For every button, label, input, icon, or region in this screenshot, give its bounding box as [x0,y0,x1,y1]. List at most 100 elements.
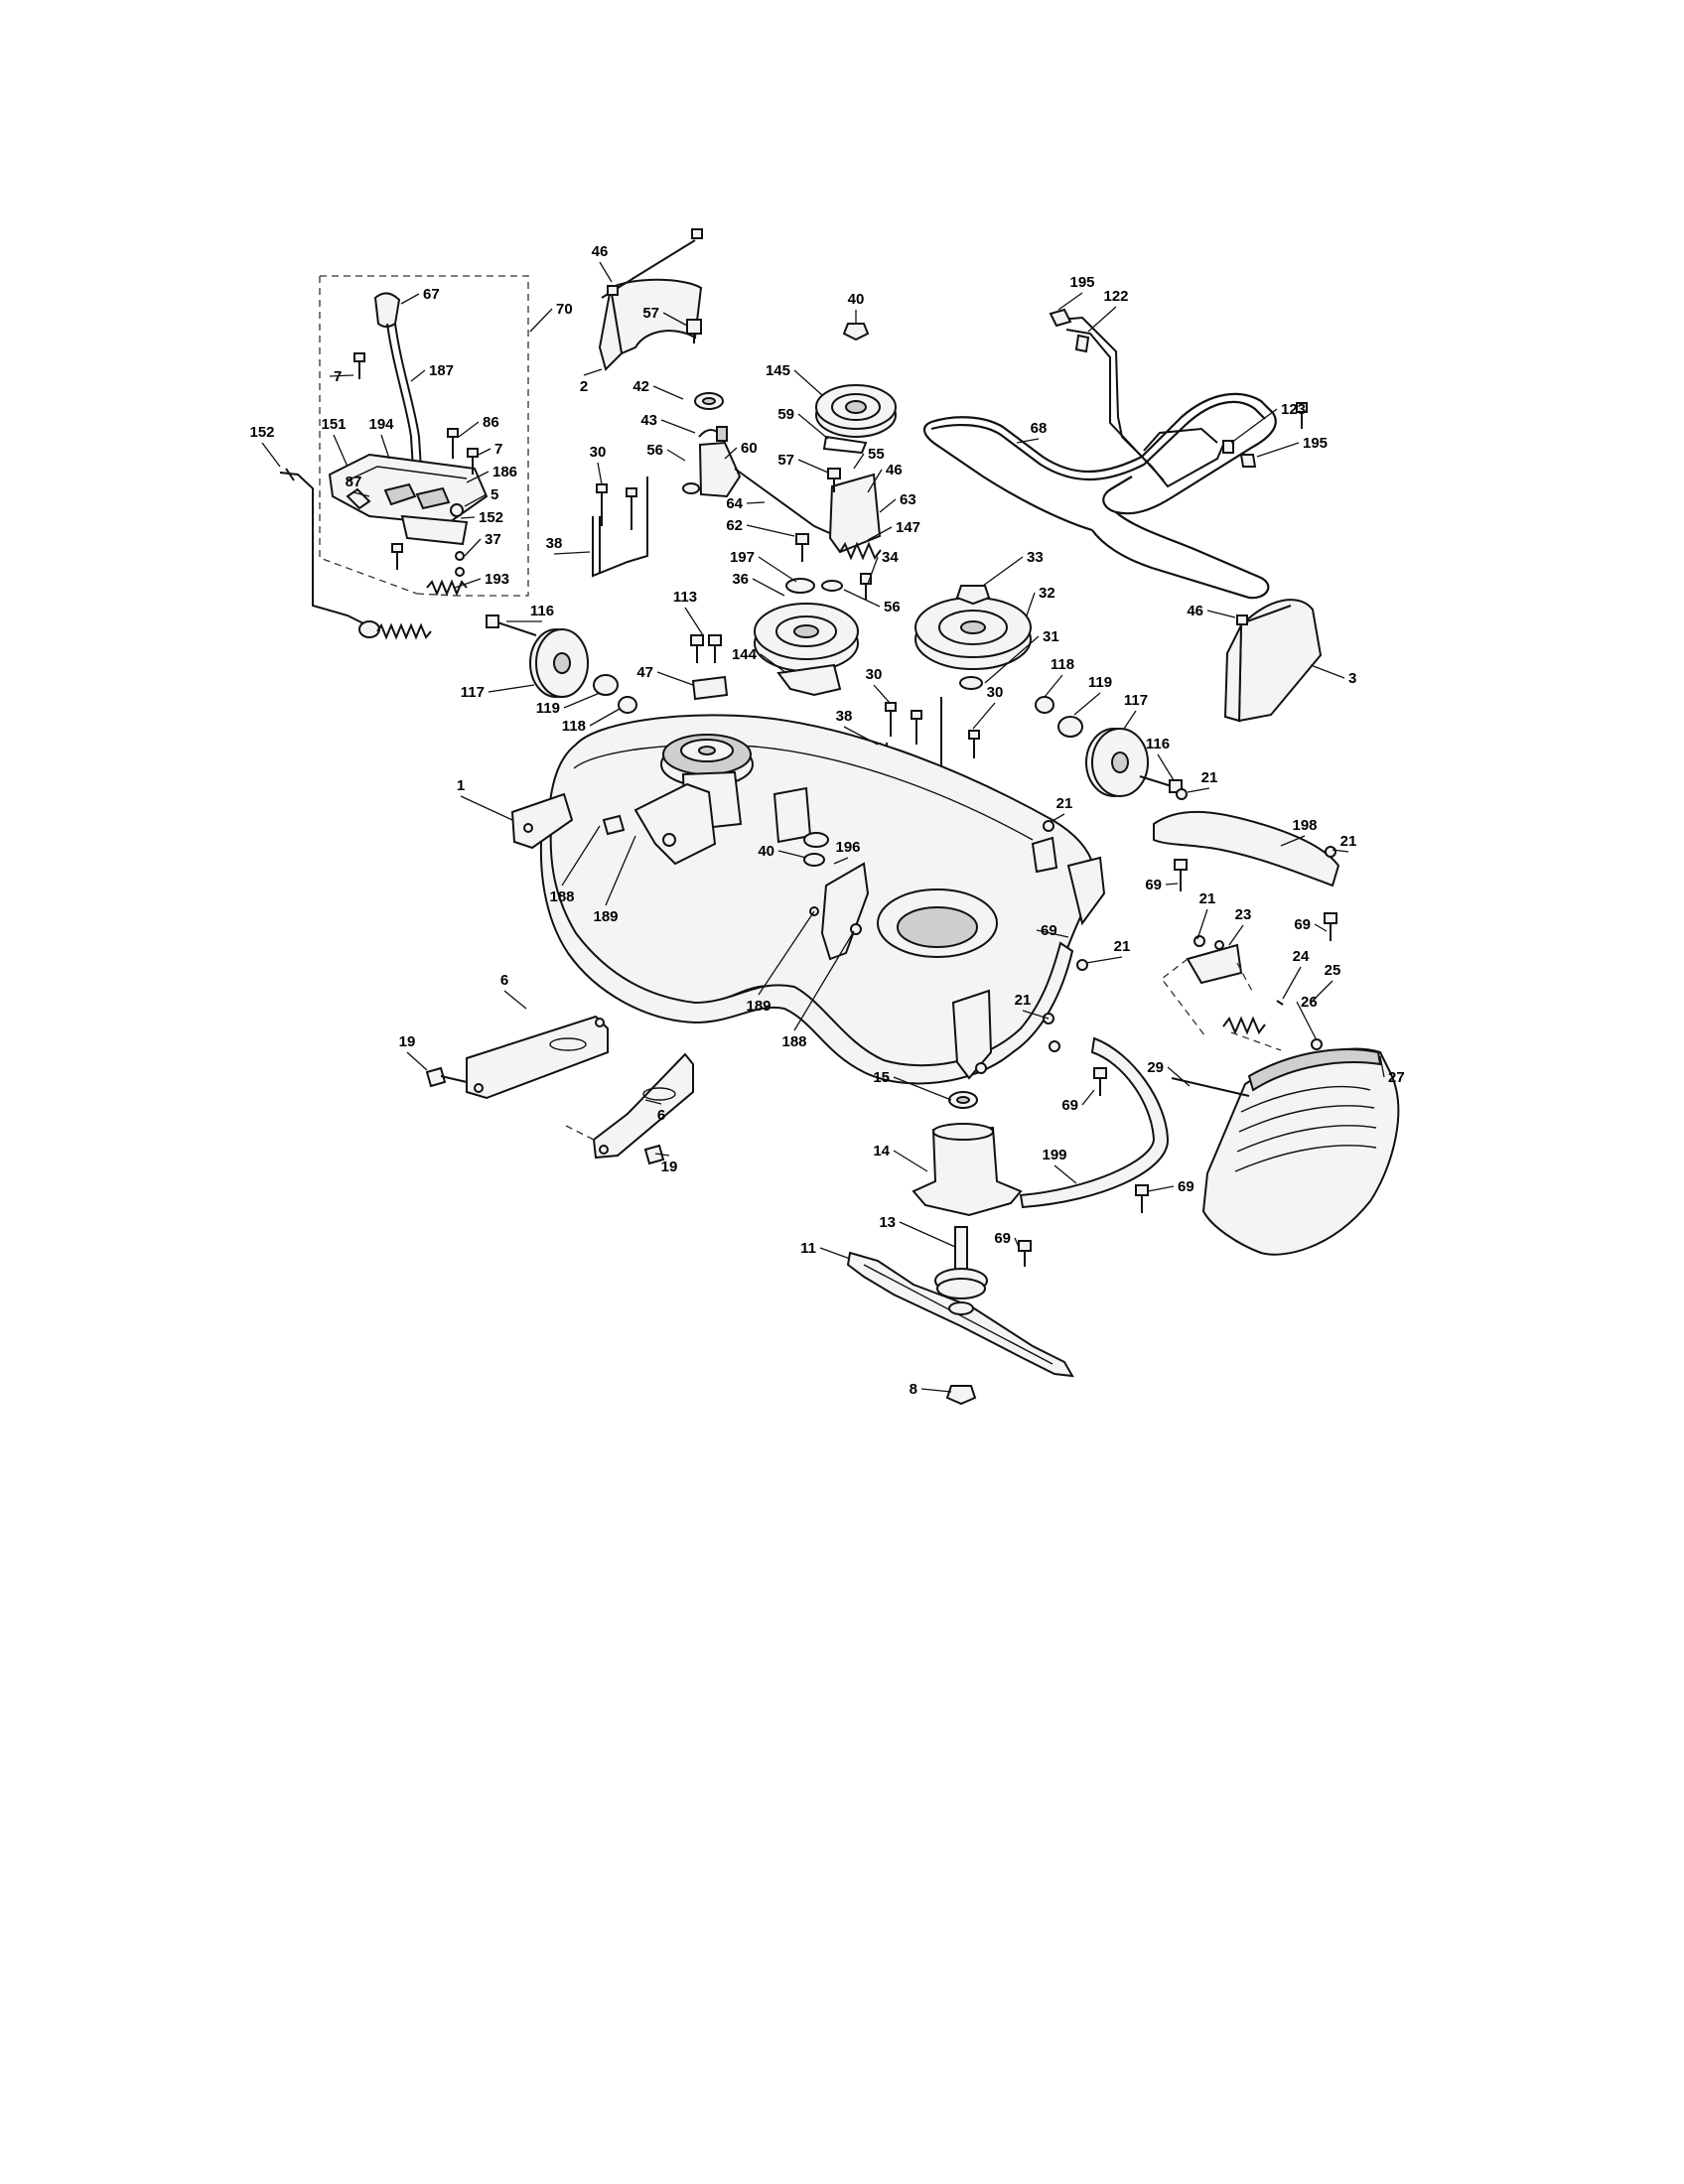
callout-leader-47 [656,671,694,686]
callout-label-19: 19 [399,1033,416,1050]
callout-leader-86 [458,421,480,438]
callout-leader-25 [1310,980,1333,1004]
callout-leader-30 [873,684,891,704]
callout-label-5: 5 [491,486,498,503]
callout-label-195: 195 [1303,435,1328,452]
callout-label-194: 194 [368,416,394,433]
callout-leader-23 [1228,924,1244,946]
deflector-bracket [1161,935,1323,1051]
lift-lever-assembly-outline [319,275,529,597]
adjustment-rod [279,468,432,640]
callout-label-57: 57 [777,452,794,469]
callout-label-86: 86 [483,414,499,431]
callout-label-151: 151 [321,416,346,433]
callout-label-64: 64 [726,495,743,512]
callout-label-119: 119 [1088,674,1112,691]
callout-leaders [261,261,1385,1393]
callout-leader-64 [746,501,766,504]
callout-label-43: 43 [640,412,657,429]
callout-leader-56 [666,449,686,462]
callout-label-21: 21 [1201,769,1218,786]
callout-leader-199 [1053,1164,1077,1184]
callout-leader-122 [1087,306,1117,333]
callout-leader-15 [893,1076,952,1101]
callout-label-69: 69 [1178,1178,1194,1195]
callout-label-195: 195 [1069,274,1094,291]
callout-leader-36 [752,578,785,597]
callout-leader-56 [843,589,881,608]
callout-leader-8 [920,1388,952,1393]
callout-leader-30 [597,462,603,485]
callout-label-188: 188 [781,1033,806,1050]
callout-label-21: 21 [1114,938,1131,955]
callout-label-25: 25 [1325,962,1341,979]
callout-leader-42 [652,385,684,400]
gauge-wheel-right [1035,696,1183,797]
callout-leader-63 [879,498,897,513]
callout-leader-46 [599,261,613,283]
deck-front-bracket [510,792,574,850]
callout-leader-118 [589,708,621,727]
callout-leader-7 [329,374,354,377]
callout-label-29: 29 [1147,1059,1164,1076]
callout-label-3: 3 [1348,670,1356,687]
discharge-chute [1171,1047,1400,1256]
callout-leader-19 [406,1051,428,1071]
callout-label-69: 69 [1294,916,1311,933]
callout-label-198: 198 [1292,817,1317,834]
callout-leader-188 [561,825,601,887]
callout-label-40: 40 [758,843,774,860]
lift-lever-handle [373,292,423,485]
callout-leader-21 [1022,1010,1050,1020]
callout-leader-186 [466,471,490,483]
callout-leader-196 [833,857,849,865]
callout-label-69: 69 [1145,877,1162,893]
callout-label-152: 152 [479,509,503,526]
callout-leader-6 [644,1099,662,1105]
callout-leader-7 [478,448,491,456]
callout-label-21: 21 [1340,833,1357,850]
callout-label-60: 60 [741,440,758,457]
callout-label-30: 30 [866,666,883,683]
belt-guard-left [598,228,703,371]
callout-leader-21 [1196,908,1208,940]
baffle-199 [1019,1036,1170,1213]
callout-leader-69 [1314,923,1328,932]
callout-label-13: 13 [879,1214,896,1231]
callout-label-186: 186 [492,464,517,480]
callout-leader-21 [1050,813,1065,823]
bolts-123-195 [1222,440,1257,468]
callout-label-31: 31 [1043,628,1059,645]
lift-lever-bracket [328,453,489,577]
belt-keeper-rod [1049,308,1224,488]
callout-leader-57 [797,459,829,474]
callout-leader-188 [793,930,855,1031]
callout-leader-21 [1332,849,1349,853]
callout-leader-26 [1296,1001,1318,1041]
callout-leader-144 [760,653,787,674]
callout-label-30: 30 [590,444,607,461]
callout-label-14: 14 [873,1143,890,1160]
callout-label-118: 118 [1051,656,1074,673]
mounting-bracket-6-rear [565,1052,694,1165]
deck-brackets-188-189 [602,782,993,1080]
bracket-144 [690,634,842,701]
callout-label-15: 15 [873,1069,890,1086]
callout-label-38: 38 [836,708,853,725]
callout-label-33: 33 [1027,549,1044,566]
callout-leader-152 [261,442,281,468]
callout-label-187: 187 [429,362,454,379]
callout-label-116: 116 [530,603,554,619]
idler-pulley-145 [815,323,897,438]
callout-label-56: 56 [884,599,901,615]
callout-leader-60 [724,447,738,460]
callout-label-118: 118 [562,718,586,735]
callout-leader-69 [1014,1237,1020,1248]
callout-leader-87 [352,491,370,497]
callout-label-117: 117 [461,684,485,701]
callout-leader-62 [746,524,795,537]
callout-leader-13 [899,1221,956,1248]
callout-leader-151 [333,434,349,468]
